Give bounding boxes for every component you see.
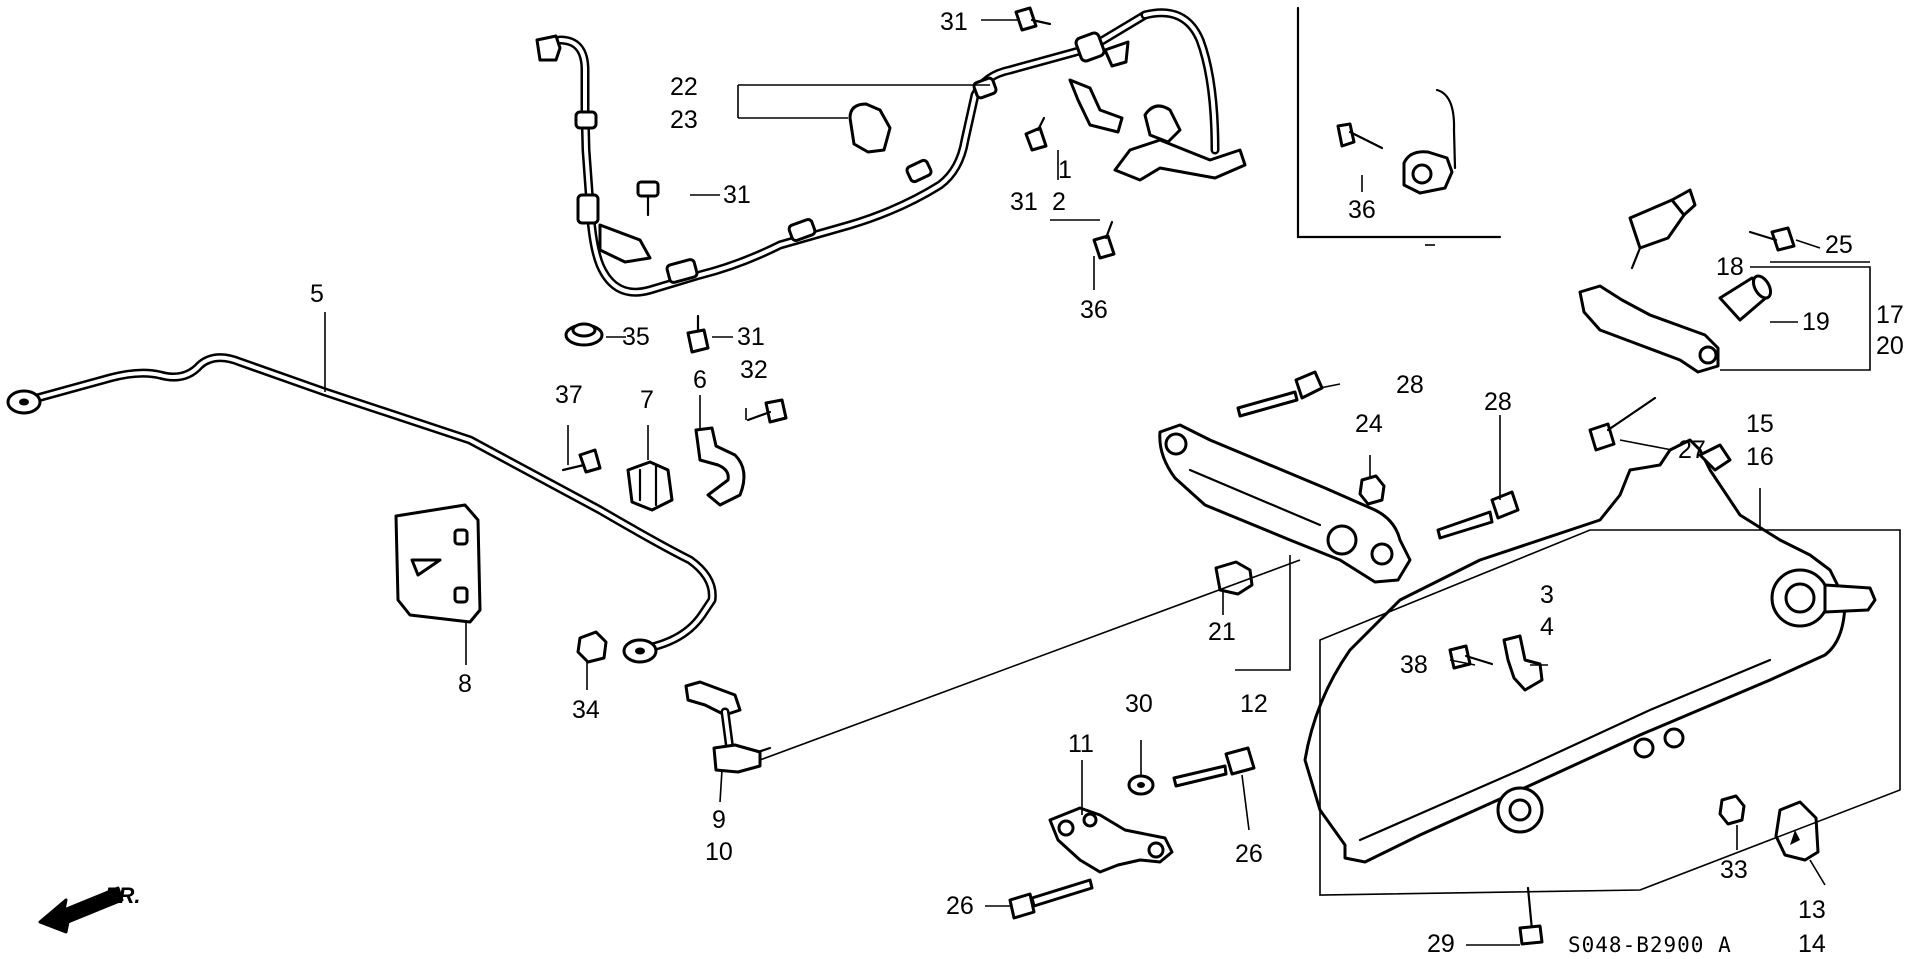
compensator-arm-11: [1048, 806, 1174, 874]
bolt-25: [1748, 226, 1796, 252]
callout-7: 7: [640, 386, 654, 414]
abs-sensor-wire: [535, 8, 1220, 297]
nut-24: [1358, 474, 1386, 506]
callout-30: 30: [1125, 690, 1153, 718]
bolt-31-upper: [636, 180, 660, 217]
nut-34: [576, 630, 608, 664]
callout-24: 24: [1355, 410, 1383, 438]
callout-28: 28: [1484, 388, 1512, 416]
bracket-8: [394, 503, 482, 624]
callout-37: 37: [555, 381, 583, 409]
inset-box: [1296, 6, 1502, 239]
callout-32: 32: [740, 356, 768, 384]
callout-35: 35: [622, 323, 650, 351]
holder-6: [694, 426, 746, 507]
bolt-36-inset: [1336, 122, 1384, 150]
callout-26: 26: [946, 892, 974, 920]
bolt-31-top: [1014, 6, 1052, 32]
bolt-27: [1588, 396, 1657, 452]
callout-33: 33: [1720, 856, 1748, 884]
bolt-31-lower: [686, 314, 710, 354]
bolt-26-upper: [1172, 746, 1256, 788]
callout-5: 5: [310, 280, 324, 308]
callout-21: 21: [1208, 618, 1236, 646]
callout-38: 38: [1400, 651, 1428, 679]
callout-25: 25: [1825, 231, 1853, 259]
upper-arm-17-20: [1578, 284, 1720, 374]
trailing-arm-15-16: [1303, 438, 1877, 864]
callout-10: 10: [705, 838, 733, 866]
bracket-3-4: [1502, 634, 1544, 692]
callout-31: 31: [940, 8, 968, 36]
bolt-28-upper: [1236, 370, 1324, 418]
bracket-1-2: [1068, 78, 1124, 134]
callout-6: 6: [693, 366, 707, 394]
leader-lines: [324, 19, 1901, 946]
callout-31: 31: [1010, 188, 1038, 216]
callout-4: 4: [1540, 613, 1554, 641]
bolt-36-lower: [1092, 220, 1116, 260]
bolt-31-right: [1024, 116, 1048, 152]
callout-12: 12: [1240, 690, 1268, 718]
callout-16: 16: [1746, 443, 1774, 471]
callout-34: 34: [572, 696, 600, 724]
callout-15: 15: [1746, 410, 1774, 438]
clip-22-23: [848, 102, 892, 154]
bushing-18: [1628, 188, 1697, 270]
callout-14: 14: [1798, 930, 1826, 958]
callout-13: 13: [1798, 896, 1826, 924]
stabilizer-bar: [6, 353, 717, 664]
bolt-28-right: [1436, 490, 1520, 540]
grommet-35: [564, 322, 604, 347]
callout-26: 26: [1235, 840, 1263, 868]
nut-33: [1718, 794, 1746, 826]
callout-36: 36: [1080, 296, 1108, 324]
callout-3: 3: [1540, 581, 1554, 609]
washer-30: [1127, 774, 1155, 796]
callout-20: 20: [1876, 332, 1904, 360]
sensor-bracket: [1113, 104, 1247, 182]
bolt-37: [561, 448, 602, 474]
callout-1: 1: [1058, 156, 1072, 184]
callout-36-inset: 36: [1348, 196, 1376, 224]
bolt-32: [746, 398, 788, 424]
callout-2: 2: [1052, 188, 1066, 216]
callout-31: 31: [737, 323, 765, 351]
lower-arm-12: [1158, 423, 1412, 584]
bolt-29: [1518, 886, 1544, 946]
callout-18: 18: [1716, 253, 1744, 281]
callout-labels: 31 22 23 31 1 2 31 36 36 35 31 5 32 37 7…: [310, 8, 1904, 958]
callout-19: 19: [1802, 308, 1830, 336]
callout-31: 31: [723, 181, 751, 209]
front-indicator-label: FR.: [105, 883, 140, 908]
callout-9: 9: [712, 806, 726, 834]
diagram-code: S048-B2900 A: [1568, 933, 1732, 957]
front-direction-arrow: FR.: [38, 883, 140, 934]
bushing-19: [1718, 274, 1773, 322]
callout-23: 23: [670, 106, 698, 134]
callout-8: 8: [458, 670, 472, 698]
bushing-7: [626, 460, 674, 512]
callout-11: 11: [1068, 730, 1094, 758]
callout-28: 28: [1396, 371, 1424, 399]
callout-22: 22: [670, 73, 698, 101]
bracket-13-14: [1774, 800, 1820, 862]
callout-29: 29: [1427, 930, 1455, 958]
bolt-26-lower: [1008, 878, 1094, 920]
stabilizer-link-9-10: [684, 680, 772, 774]
abs-sensor-inset: [1402, 150, 1454, 195]
callout-17: 17: [1876, 301, 1904, 329]
callout-27: 27: [1678, 436, 1706, 464]
